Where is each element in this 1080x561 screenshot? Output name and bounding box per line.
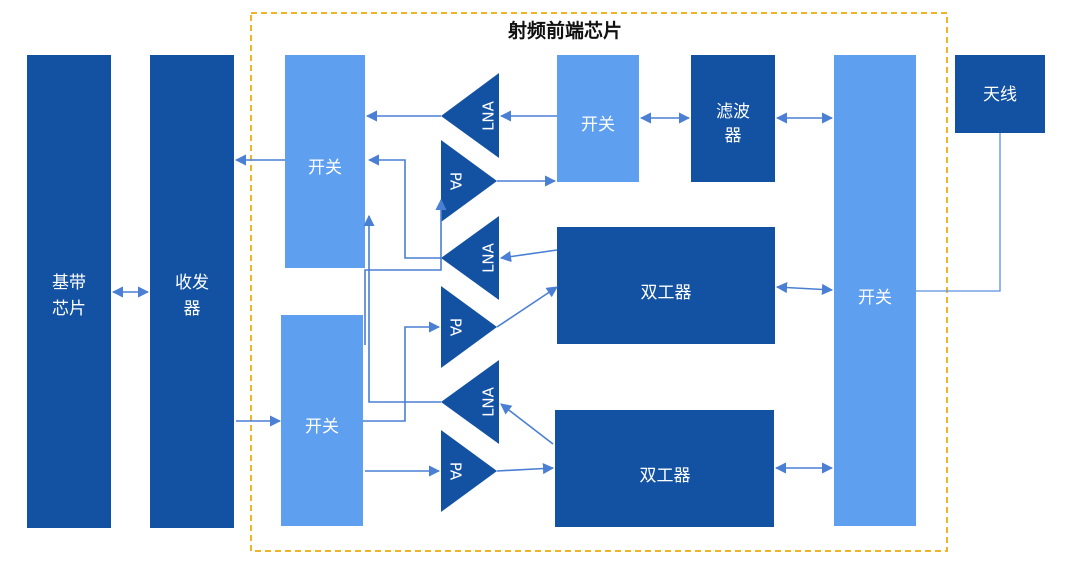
wire-duplexer1-to-lna2 (499, 249, 558, 263)
switch-tx-label: 开关 (305, 417, 339, 437)
pa-2-amplifier: PA (441, 286, 497, 368)
duplexer-2-label: 双工器 (640, 466, 691, 486)
switch-filter-label: 开关 (581, 115, 615, 135)
pa-1-label: PA (447, 172, 465, 191)
lna-1-label: LNA (480, 100, 498, 131)
pa-3-amplifier: PA (441, 430, 497, 512)
duplexer-1-label: 双工器 (641, 283, 692, 303)
wire-lna2-to-switch-rx (367, 154, 441, 259)
switch-rx-label: 开关 (308, 158, 342, 178)
lna-1-amplifier: LNA (441, 73, 499, 158)
pa-3-label: PA (447, 462, 465, 481)
baseband-label-line2: 芯片 (52, 299, 86, 319)
rf-chip-title: 射频前端芯片 (507, 19, 622, 42)
filter-label-line1: 滤波 (716, 102, 750, 122)
baseband-chip-block: 基带 芯片 (27, 55, 111, 528)
transceiver-label-line1: 收发 (175, 273, 209, 293)
switch-tx-block: 开关 (281, 315, 363, 526)
lna-3-amplifier: LNA (441, 360, 499, 444)
pa-2-label: PA (447, 318, 465, 337)
wire-pa2-to-duplexer1 (496, 286, 558, 328)
antenna-block: 天线 (955, 55, 1045, 133)
duplexer-1-block: 双工器 (557, 227, 775, 344)
lna-2-label: LNA (480, 242, 498, 273)
filter-block: 滤波 器 (691, 55, 775, 182)
switch-rx-block: 开关 (285, 55, 365, 268)
transceiver-label-line2: 器 (184, 299, 201, 319)
antenna-label: 天线 (983, 85, 1017, 105)
wire-duplexer1-antenna-switch (775, 281, 834, 296)
pa-1-amplifier: PA (441, 140, 497, 222)
wire-switch-tx-to-pa1 (364, 198, 447, 345)
wire-switch-tx-to-pa2 (363, 321, 441, 422)
duplexer-2-block: 双工器 (555, 410, 774, 527)
switch-filter-block: 开关 (557, 55, 639, 182)
wire-antenna-switch-antenna (916, 133, 1001, 292)
wire-lna3-to-switch-rx (363, 214, 441, 403)
rf-chip-boundary (250, 12, 948, 552)
antenna-switch-block: 开关 (834, 55, 916, 526)
transceiver-block: 收发 器 (150, 55, 234, 528)
antenna-switch-label: 开关 (858, 288, 892, 308)
lna-2-amplifier: LNA (441, 216, 499, 300)
baseband-label-line1: 基带 (52, 273, 86, 293)
wire-pa3-to-duplexer2 (496, 462, 555, 475)
filter-label-line2: 器 (725, 126, 742, 146)
lna-3-label: LNA (480, 386, 498, 417)
wire-duplexer2-to-lna3 (500, 403, 554, 445)
